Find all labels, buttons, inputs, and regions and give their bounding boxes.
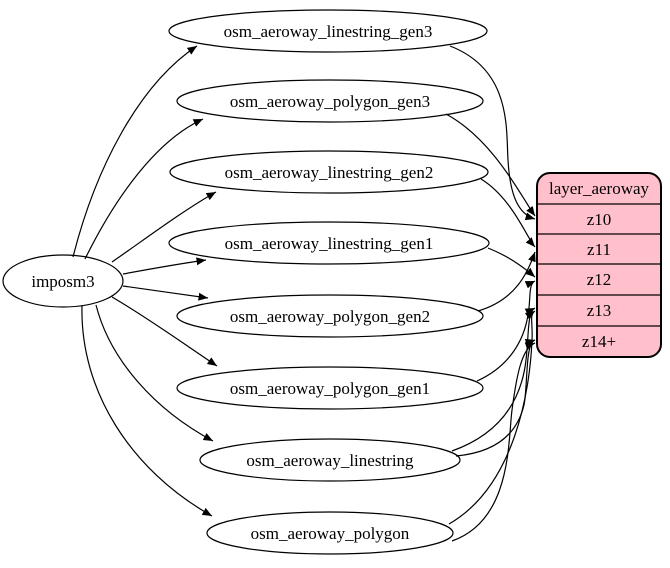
edge-imposm3-to-osm-aeroway-polygon-gen3 [84, 118, 204, 260]
edge-osm-aeroway-polygon-gen3-to-z10 [445, 113, 536, 217]
osm-aeroway-polygon-gen2-label: osm_aeroway_polygon_gen2 [230, 307, 430, 326]
node-layer-aeroway: layer_aeroway z10 z11 z12 z13 z14+ [536, 172, 662, 358]
osm-aeroway-polygon-gen3-label: osm_aeroway_polygon_gen3 [230, 92, 430, 111]
edge-imposm3-to-osm-aeroway-linestring-gen3 [72, 45, 198, 258]
node-osm-aeroway-polygon-gen2: osm_aeroway_polygon_gen2 [176, 294, 484, 338]
imposm3-ellipse [2, 254, 124, 308]
osm-aeroway-linestring-gen2-ellipse [169, 150, 489, 194]
osm-aeroway-linestring-gen3-label: osm_aeroway_linestring_gen3 [224, 22, 433, 41]
edge-imposm3-to-osm-aeroway-polygon-gen2 [122, 285, 209, 301]
edge-imposm3-to-osm-aeroway-linestring [95, 304, 214, 442]
osm-aeroway-linestring-gen1-ellipse [168, 221, 490, 265]
imposm3-label: imposm3 [31, 272, 94, 291]
layer-aeroway-title: layer_aeroway [549, 179, 650, 198]
edge-osm-aeroway-polygon-to-z13 [448, 310, 536, 525]
node-osm-aeroway-linestring-gen3: osm_aeroway_linestring_gen3 [168, 9, 488, 53]
node-osm-aeroway-linestring: osm_aeroway_linestring [199, 438, 461, 482]
layer-aeroway-row-z11: z11 [587, 240, 611, 259]
edge-imposm3-to-osm-aeroway-polygon [81, 305, 213, 517]
node-osm-aeroway-linestring-gen1: osm_aeroway_linestring_gen1 [168, 221, 490, 265]
layer-aeroway-row-z14: z14+ [582, 332, 616, 351]
edge-osm-aeroway-polygon-gen2-to-z11 [477, 251, 536, 312]
node-imposm3: imposm3 [2, 254, 124, 308]
node-osm-aeroway-polygon-gen3: osm_aeroway_polygon_gen3 [176, 79, 484, 123]
edge-imposm3-to-osm-aeroway-polygon-gen1 [111, 296, 218, 367]
osm-aeroway-linestring-gen1-label: osm_aeroway_linestring_gen1 [225, 234, 434, 253]
edge-osm-aeroway-linestring-to-z14 [455, 338, 536, 457]
edge-osm-aeroway-linestring-to-z13 [451, 307, 536, 452]
osm-aeroway-linestring-ellipse [199, 438, 461, 482]
layer-aeroway-row-z12: z12 [587, 270, 612, 289]
osm-aeroway-linestring-gen2-label: osm_aeroway_linestring_gen2 [225, 163, 434, 182]
layer-aeroway-box [536, 172, 662, 358]
edge-osm-aeroway-polygon-to-z14 [451, 342, 536, 542]
layer-aeroway-row-z13: z13 [587, 301, 612, 320]
osm-aeroway-polygon-gen1-ellipse [176, 366, 484, 410]
node-osm-aeroway-polygon-gen1: osm_aeroway_polygon_gen1 [176, 366, 484, 410]
osm-aeroway-polygon-gen2-ellipse [176, 294, 484, 338]
osm-aeroway-polygon-gen3-ellipse [176, 79, 484, 123]
edge-imposm3-to-osm-aeroway-linestring-gen2 [111, 191, 217, 263]
edge-osm-aeroway-linestring-gen3-to-z10 [449, 45, 536, 221]
osm-aeroway-polygon-ellipse [206, 511, 454, 555]
node-osm-aeroway-polygon: osm_aeroway_polygon [206, 511, 454, 555]
osm-aeroway-polygon-gen1-label: osm_aeroway_polygon_gen1 [230, 379, 430, 398]
node-osm-aeroway-linestring-gen2: osm_aeroway_linestring_gen2 [169, 150, 489, 194]
layer-aeroway-row-z10: z10 [587, 210, 612, 229]
edge-osm-aeroway-linestring-gen2-to-z11 [480, 178, 536, 248]
edge-osm-aeroway-linestring-gen1-to-z12 [487, 247, 536, 278]
osm-aeroway-polygon-label: osm_aeroway_polygon [251, 524, 410, 543]
edge-imposm3-to-osm-aeroway-linestring-gen1 [122, 257, 207, 275]
osm-aeroway-linestring-label: osm_aeroway_linestring [246, 451, 414, 470]
osm-aeroway-linestring-gen3-ellipse [168, 9, 488, 53]
edge-osm-aeroway-polygon-gen1-to-z12 [476, 280, 536, 382]
